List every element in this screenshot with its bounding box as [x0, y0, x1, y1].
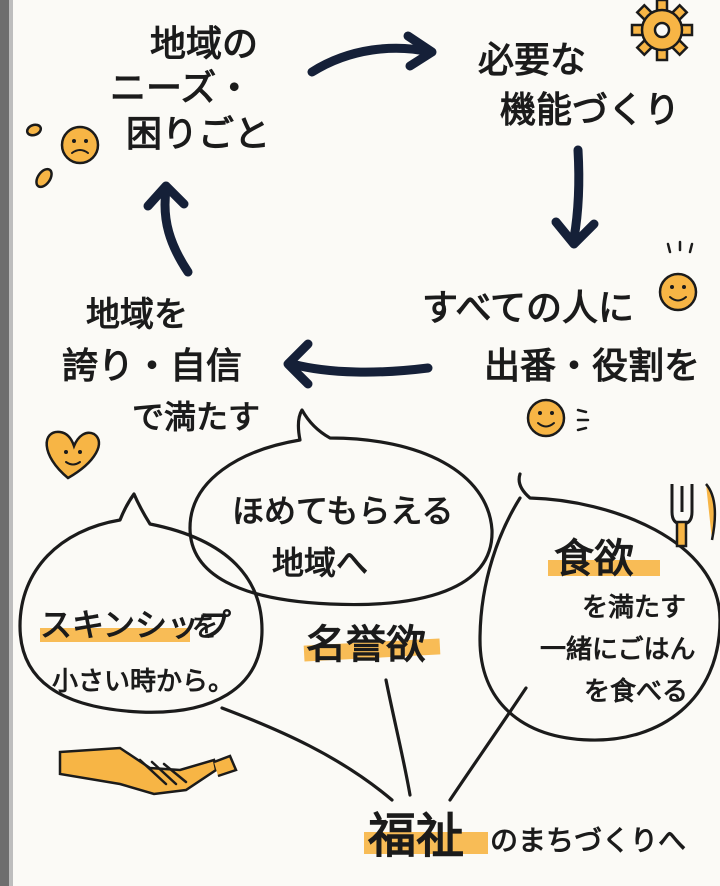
smiling-face-icon: [658, 240, 698, 312]
bubble-praise-line1: ほめてもらえる: [232, 492, 453, 530]
arrow-bottom-head: [283, 339, 313, 389]
bubble-skinship-suffix: を: [192, 613, 218, 643]
node-local-needs: 地域の ニーズ・ 困りごと: [110, 24, 270, 155]
arrow-top-head: [403, 31, 437, 71]
arrow-left-head: [143, 181, 189, 211]
speech-bubble-skinship: スキンシップ を 小さい時から。: [18, 492, 264, 714]
node-build-functions-line1: 必要な: [478, 40, 586, 81]
arrow-left: [160, 185, 193, 277]
node-build-functions: 必要な 機能づくり: [478, 40, 680, 131]
speech-bubble-praise: ほめてもらえる 地域へ: [188, 408, 494, 607]
bubble-appetite-line1: を満たす: [582, 593, 686, 623]
highlight-appetite: [548, 560, 660, 576]
node-build-functions-line2: 機能づくり: [500, 90, 680, 131]
bottom-heading-suffix: のまちづくりへ: [490, 824, 686, 857]
arrow-bottom: [287, 359, 433, 377]
node-pride-line1: 地域を: [86, 295, 188, 335]
node-roles-line1: すべての人に: [422, 288, 634, 329]
node-pride-confidence: 地域を 誇り・自信 で満たす: [62, 295, 260, 436]
highlight-welfare: [364, 832, 488, 854]
node-roles-line2: 出番・役割を: [484, 346, 700, 387]
node-local-needs-line3: 困りごと: [126, 114, 270, 155]
node-local-needs-line2: ニーズ・: [110, 67, 252, 109]
bubble-appetite-title: 食欲: [554, 536, 634, 582]
connector-lines: [220, 678, 528, 802]
bubble-appetite-line2: 一緒にごはん: [540, 634, 695, 665]
arrow-right: [569, 145, 584, 243]
page-left-border: [0, 0, 9, 886]
bottom-heading-main: 福祉: [367, 808, 464, 864]
arrow-right-head: [551, 217, 599, 249]
worried-face-icon: [60, 125, 100, 165]
highlight-skinship: [40, 628, 190, 642]
highlight-recognition: [303, 638, 441, 662]
gear-icon: [630, 0, 694, 62]
bottom-heading: 福祉 のまちづくりへ: [364, 808, 686, 864]
smiling-face-icon-2: [526, 398, 590, 438]
node-pride-line3: で満たす: [132, 398, 260, 436]
node-pride-line2: 誇り・自信: [62, 346, 242, 387]
node-roles-for-all: すべての人に 出番・役割を: [422, 288, 700, 387]
heart-face-icon: [45, 430, 101, 480]
bubble-praise-line2: 地域へ: [272, 544, 368, 582]
page-left-border-inner: [9, 0, 13, 886]
bubble-skinship-line2: 小さい時から。: [52, 667, 234, 697]
handshake-icon: [58, 746, 238, 796]
node-local-needs-line1: 地域の: [150, 24, 258, 65]
label-desire-for-recognition: 名誉欲: [303, 622, 441, 668]
arrow-top: [307, 43, 435, 77]
sweat-drop-icon: [25, 123, 53, 189]
speech-bubble-appetite: 食欲 を満たす 一緒にごはん を食べる: [478, 472, 720, 742]
bubble-skinship-line1: スキンシップ: [40, 606, 232, 644]
bubble-appetite-line3: を食べる: [584, 676, 688, 707]
fork-icon: [670, 483, 717, 548]
label-recognition-text: 名誉欲: [306, 622, 426, 668]
cycle-arrows: [143, 31, 599, 389]
